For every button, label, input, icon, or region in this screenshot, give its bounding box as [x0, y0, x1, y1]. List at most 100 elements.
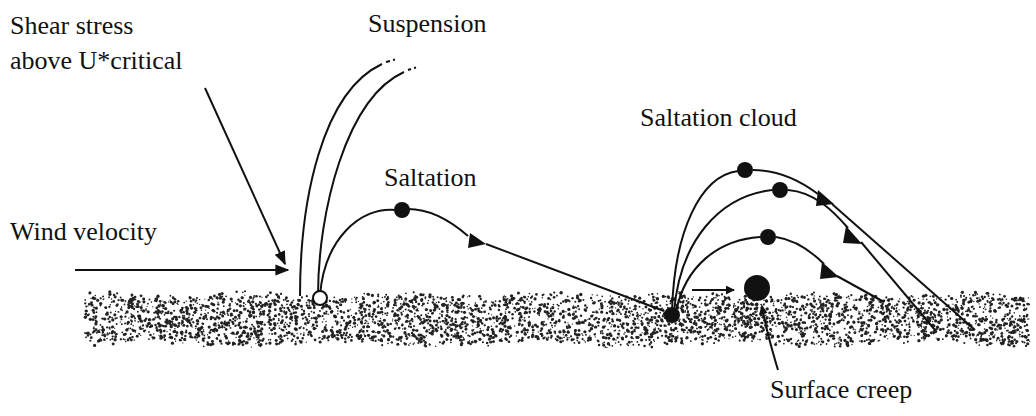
sand-grain: [868, 313, 870, 315]
sand-grain: [494, 322, 495, 323]
sand-grain: [161, 310, 164, 313]
sand-grain: [499, 330, 501, 332]
sand-grain: [501, 319, 503, 321]
sand-grain: [325, 324, 327, 326]
sand-grain: [364, 335, 366, 337]
sand-grain: [733, 323, 736, 326]
sand-grain: [417, 308, 418, 309]
sand-grain: [634, 305, 637, 308]
sand-grain: [450, 319, 453, 322]
sand-grain: [832, 335, 835, 338]
sand-grain: [640, 313, 641, 314]
sand-grain: [999, 326, 1002, 329]
sand-grain: [573, 311, 574, 312]
sand-grain: [661, 335, 663, 337]
sand-grain: [438, 301, 440, 303]
sand-grain: [712, 309, 714, 311]
sand-grain: [780, 302, 782, 304]
sand-grain: [884, 325, 886, 327]
sand-grain: [387, 342, 389, 344]
sand-grain: [489, 317, 491, 319]
sand-grain: [938, 310, 941, 313]
sand-grain: [368, 309, 370, 311]
sand-grain: [133, 339, 135, 341]
sand-grain: [832, 306, 834, 308]
sand-grain: [116, 292, 118, 294]
sand-grain: [500, 313, 503, 316]
sand-grain: [992, 318, 993, 319]
sand-grain: [717, 299, 719, 301]
sand-grain: [164, 314, 166, 316]
sand-grain: [901, 324, 903, 326]
sand-grain: [908, 302, 911, 305]
sand-grain: [249, 327, 252, 330]
sand-grain: [251, 324, 253, 326]
sand-grain: [759, 331, 761, 333]
sand-grain: [283, 307, 285, 309]
sand-grain: [606, 347, 607, 348]
sand-grain: [291, 340, 292, 341]
sand-grain: [694, 312, 697, 315]
sand-grain: [781, 309, 783, 311]
sand-grain: [647, 312, 649, 314]
sand-grain: [392, 320, 393, 321]
sand-grain: [379, 320, 382, 323]
sand-grain: [307, 321, 310, 324]
sand-grain: [963, 295, 965, 297]
sand-grain: [866, 327, 868, 329]
sand-grain: [598, 344, 600, 346]
sand-grain: [235, 337, 236, 338]
sand-grain: [975, 294, 977, 296]
sand-grain: [966, 314, 969, 317]
sand-grain: [505, 308, 507, 310]
sand-grain: [577, 305, 579, 307]
sand-grain: [381, 344, 383, 346]
sand-grain: [353, 316, 355, 318]
sand-grain: [921, 322, 923, 324]
sand-grain: [341, 336, 344, 339]
sand-grain: [1002, 342, 1005, 345]
sand-grain: [140, 326, 141, 327]
sand-grain: [510, 294, 513, 297]
sand-grain: [492, 332, 495, 335]
sand-grain: [893, 316, 895, 318]
sand-grain: [1021, 331, 1023, 333]
sand-grain: [875, 310, 878, 313]
sand-grain: [743, 306, 746, 309]
sand-grain: [970, 338, 972, 340]
sand-grain: [666, 304, 668, 306]
sand-grain: [516, 335, 517, 336]
sand-grain: [629, 315, 631, 317]
sand-grain: [285, 322, 286, 323]
sand-grain: [438, 308, 440, 310]
sand-grain: [203, 329, 204, 330]
sand-grain: [952, 303, 953, 304]
sand-grain: [175, 334, 178, 337]
sand-grain: [690, 340, 692, 342]
sand-grain: [190, 306, 193, 309]
sand-grain: [811, 342, 814, 345]
sand-grain: [782, 335, 783, 336]
sand-grain: [172, 323, 174, 325]
sand-grain: [541, 303, 543, 305]
sand-grain: [961, 305, 963, 307]
sand-grain: [321, 338, 323, 340]
sand-grain: [475, 321, 477, 323]
sand-grain: [1019, 326, 1022, 329]
sand-grain: [197, 327, 200, 330]
sand-grain: [842, 319, 844, 321]
sand-grain: [682, 324, 684, 326]
sand-grain: [96, 299, 99, 302]
sand-grain: [1013, 345, 1016, 348]
sand-grain: [683, 331, 685, 333]
sand-grain: [439, 321, 441, 323]
sand-grain: [270, 339, 272, 341]
sand-grain: [914, 308, 916, 310]
sand-grain: [876, 328, 879, 331]
sand-grain: [836, 321, 839, 324]
sand-grain: [171, 342, 174, 345]
sand-grain: [159, 300, 161, 302]
sand-grain: [921, 337, 923, 339]
sand-grain: [386, 304, 389, 307]
sand-grain: [781, 307, 782, 308]
